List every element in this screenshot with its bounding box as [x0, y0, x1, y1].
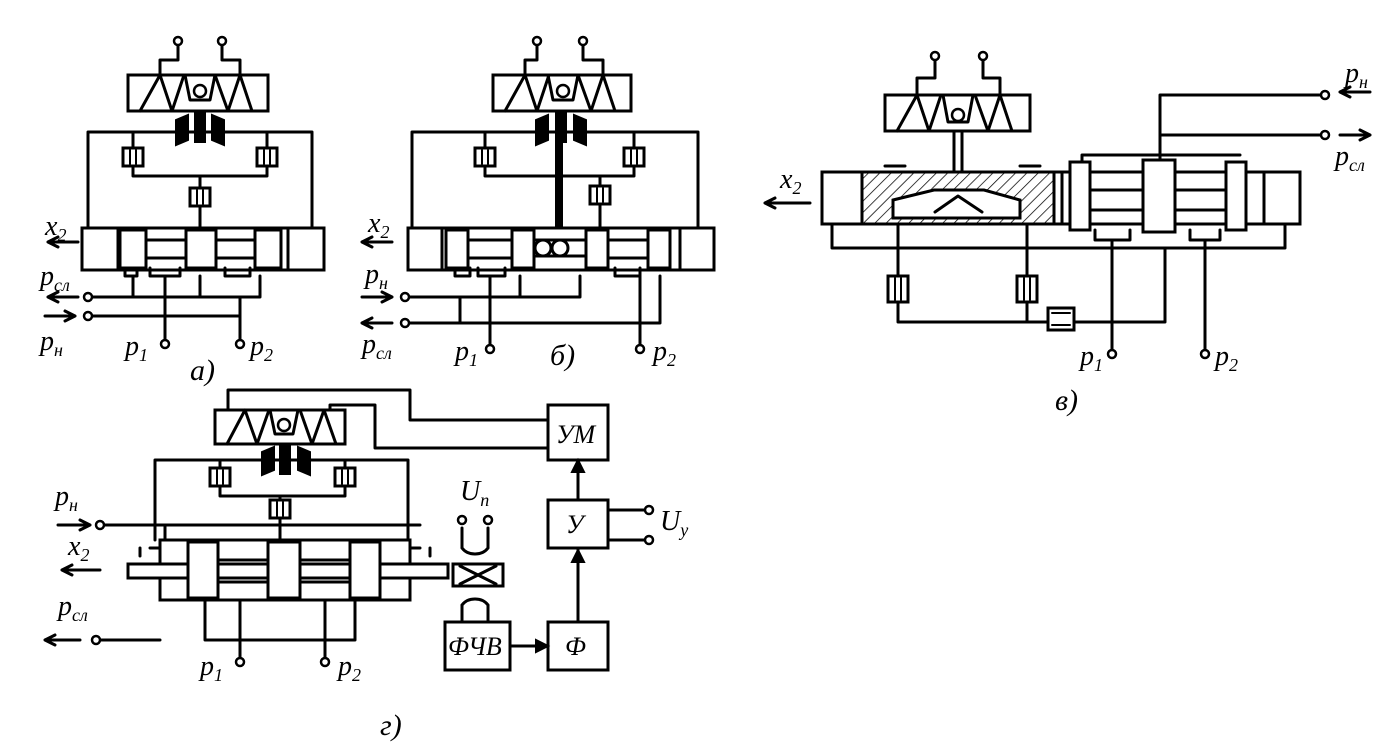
label-g-up: Uп [460, 476, 489, 510]
block-um: УМ [546, 403, 610, 462]
caption-b: б) [550, 339, 575, 372]
torque-motor-g [213, 388, 550, 450]
label-b-pn: pн [363, 259, 388, 293]
svg-text:Ф: Ф [565, 632, 586, 661]
svg-text:У: У [566, 510, 587, 539]
throttle-v2 [1015, 274, 1039, 304]
throttle-g1 [208, 466, 232, 488]
diagram-g: УМ У Ф ФЧВ pн x2 pсл p1 p2 Uп Uу г) [43, 388, 688, 742]
label-g-uy: Uу [660, 506, 688, 540]
caption-a: а) [190, 354, 215, 387]
spool-valve-g [126, 538, 450, 602]
throttle-v1 [886, 274, 910, 304]
torque-motor-v [883, 50, 1032, 198]
block-f: Ф [546, 620, 610, 672]
label-v-p1: p1 [1078, 341, 1103, 375]
throttle-v3 [1046, 306, 1076, 332]
torque-motor-b [491, 35, 633, 113]
throttle-a1 [121, 146, 145, 168]
svg-text:УМ: УМ [556, 420, 596, 449]
label-b-x2: x2 [367, 208, 389, 242]
label-g-p1: p1 [198, 651, 223, 685]
diagram-a: x2 pсл pн p1 p2 а) [38, 35, 326, 387]
label-v-pcl: pсл [1333, 141, 1365, 175]
caption-v: в) [1055, 384, 1078, 417]
throttle-b1 [473, 146, 497, 168]
label-v-p2: p2 [1213, 341, 1238, 375]
throttle-g2 [333, 466, 357, 488]
label-v-pn: pн [1343, 58, 1368, 92]
diagram-v: pн pсл x2 p1 p2 в) [763, 50, 1372, 417]
label-b-p2: p2 [651, 336, 676, 370]
throttle-a3 [188, 186, 212, 208]
label-b-p1: p1 [453, 336, 478, 370]
label-a-x2: x2 [44, 211, 66, 245]
spool-valve-v [820, 93, 1322, 242]
throttle-g3 [268, 498, 292, 520]
throttle-b2 [622, 146, 646, 168]
throttle-a2 [255, 146, 279, 168]
label-a-p1: p1 [123, 331, 148, 365]
label-g-x2: x2 [67, 531, 89, 565]
block-fchv: ФЧВ [443, 620, 512, 672]
label-a-pn: pн [38, 326, 63, 360]
svg-text:ФЧВ: ФЧВ [448, 632, 502, 661]
label-a-pcl: pсл [38, 261, 70, 295]
block-u: У [546, 498, 610, 550]
spool-valve-a [80, 226, 326, 278]
label-a-p2: p2 [248, 331, 273, 365]
diagram-b: x2 pн pсл p1 p2 б) [360, 35, 716, 372]
label-b-pcl: pсл [360, 329, 392, 363]
label-g-pcl: pсл [56, 591, 88, 625]
spool-valve-b [406, 226, 716, 278]
label-v-x2: x2 [779, 164, 801, 198]
label-g-p2: p2 [336, 651, 361, 685]
throttle-b3 [588, 184, 612, 206]
torque-motor-a [126, 35, 270, 113]
caption-g: г) [380, 709, 402, 742]
label-g-pn: pн [53, 481, 78, 515]
